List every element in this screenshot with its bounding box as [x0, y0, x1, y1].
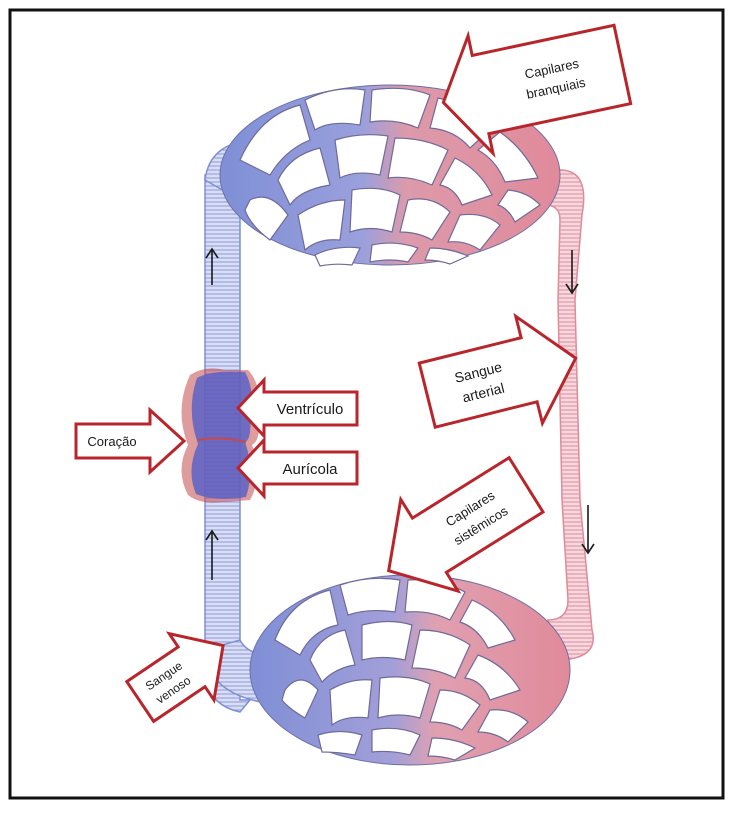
heart-label: Coração: [87, 434, 136, 449]
heart: [181, 368, 259, 502]
atrium-label: Aurícola: [282, 461, 338, 478]
ventricle-label: Ventrículo: [277, 401, 344, 418]
systemic-capillary-bed: [250, 575, 570, 765]
